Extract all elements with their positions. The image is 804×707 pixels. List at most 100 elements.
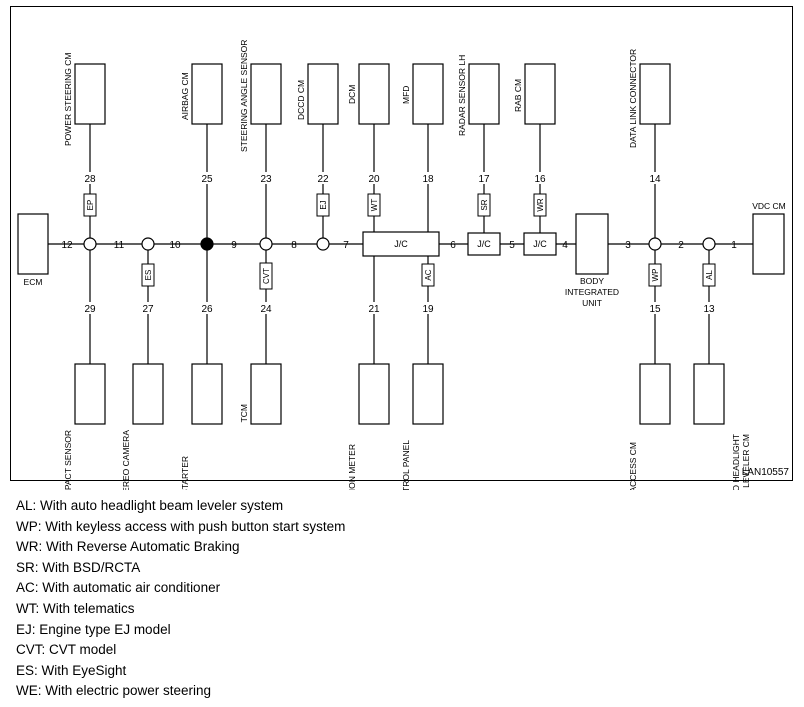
segment-number: 5 [509,240,515,251]
tag-ep-text: EP [86,200,95,211]
segment-number: 23 [260,174,272,185]
legend-item: EJ: Engine type EJ model [16,621,171,637]
label-mfd: MFD [401,86,411,104]
legend-item: WT: With telematics [16,600,135,616]
label-rab-cm: RAB CM [513,79,523,112]
tag-ac-text: AC [424,269,433,280]
label-power-steering-cm: POWER STEERING CM [63,52,73,146]
can-network-diagram: EP ES CVT EJ WT AC SR WR WP AL J/C J/C J… [10,6,793,490]
legend-item: WR: With Reverse Automatic Braking [16,539,240,555]
label-stereo-camera: STEREO CAMERA [121,430,131,490]
segment-number: 28 [84,174,96,185]
segment-number: 17 [478,174,490,185]
segment-number: 18 [422,174,434,185]
label-dccd-cm: DCCD CM [296,80,306,120]
tag-sr-box [477,193,491,217]
box-combination-meter [358,363,390,425]
splice-node [702,237,716,251]
label-auto-headlight-l2: BEAM LEVELER CM [741,434,751,490]
tag-al-text: AL [705,270,714,280]
segment-number: 29 [84,304,96,315]
box-radar-sensor-lh [468,63,500,125]
tag-wt-box [367,193,381,217]
label-auto-headlight-l1: AUTO HEADLIGHT [731,434,741,490]
box-dccd-cm [307,63,339,125]
tag-wr-box [533,193,547,217]
jc-5-4-label: J/C [533,239,547,249]
box-impact-sensor [74,363,106,425]
box-data-link-connector [639,63,671,125]
legend-item: WP: With keyless access with push button… [16,518,346,534]
segment-number: 21 [368,304,380,315]
tag-cvt-text: CVT [262,268,271,284]
segment-number: 22 [317,174,329,185]
legend-item: CVT: CVT model [16,642,117,658]
label-remote-engine-starter: REMOTE ENGINE STARTER [180,456,190,490]
tag-es-text: ES [144,270,153,281]
label-combination-meter: COMBINATION METER [347,444,357,490]
label-steering-angle-sensor: STEERING ANGLE SENSOR [239,40,249,152]
label-dcm: DCM [347,85,357,104]
tag-ej-text: EJ [319,200,328,209]
splice-node [648,237,662,251]
label-body-integrated-unit-l2: INTEGRATED [565,287,619,297]
label-keyless-access-cm: KEYLESS ACCESS CM [628,442,638,490]
jc-6-5-label: J/C [477,239,491,249]
segment-number: 14 [649,174,661,185]
box-dcm [358,63,390,125]
diagram-frame [10,6,793,481]
segment-number: 6 [450,240,456,251]
box-auto-headlight-beam-leveler-cm [693,363,725,425]
jc-main-box [362,231,440,257]
segment-number: 4 [562,240,568,251]
tag-ac-box [421,263,435,287]
figure-code: LAN10557 [742,467,790,478]
splice-node [83,237,97,251]
tag-wt-text: WT [370,199,379,212]
tag-ej-box [316,193,330,217]
jc-6-5-box [467,232,501,256]
segment-number: 2 [678,240,684,251]
legend-item: AL: With auto headlight beam leveler sys… [16,498,284,513]
box-ac-control-panel [412,363,444,425]
splice-node [259,237,273,251]
segment-number: 12 [61,240,73,251]
label-body-integrated-unit-l1: BODY [580,276,604,286]
label-tcm: TCM [239,404,249,422]
box-remote-engine-starter [191,363,223,425]
jc-main-label: J/C [394,239,408,249]
segment-number: 16 [534,174,546,185]
splice-node [141,237,155,251]
tag-wp-box [648,263,662,287]
tag-cvt-box [259,262,273,290]
segment-number: 11 [114,240,125,251]
segment-number: 19 [422,304,434,315]
label-vdc-cm: VDC CM [752,201,786,211]
segment-number: 24 [260,304,272,315]
tag-al-box [702,263,716,287]
label-ecm: ECM [24,277,43,287]
segment-number: 10 [169,240,181,251]
jc-5-4-box [523,232,557,256]
segment-number: 25 [201,174,213,185]
legend-item: AC: With automatic air conditioner [16,580,221,596]
segment-number: 8 [291,240,297,251]
box-mfd [412,63,444,125]
box-power-steering-cm [74,63,106,125]
splice-node-filled [200,237,214,251]
segment-number: 27 [142,304,154,315]
box-airbag-cm [191,63,223,125]
label-impact-sensor: IMPACT SENSOR [63,430,73,490]
label-radar-sensor-lh: RADAR SENSOR LH [457,55,467,136]
box-body-integrated-unit [575,213,609,275]
box-stereo-camera [132,363,164,425]
splice-node [316,237,330,251]
label-data-link-connector: DATA LINK CONNECTOR [628,49,638,148]
label-airbag-cm: AIRBAG CM [180,72,190,120]
box-ecm [17,213,49,275]
segment-number: 1 [731,240,737,251]
segment-number: 7 [343,240,349,251]
box-tcm [250,363,282,425]
tag-sr-text: SR [480,199,489,210]
segment-number: 3 [625,240,631,251]
